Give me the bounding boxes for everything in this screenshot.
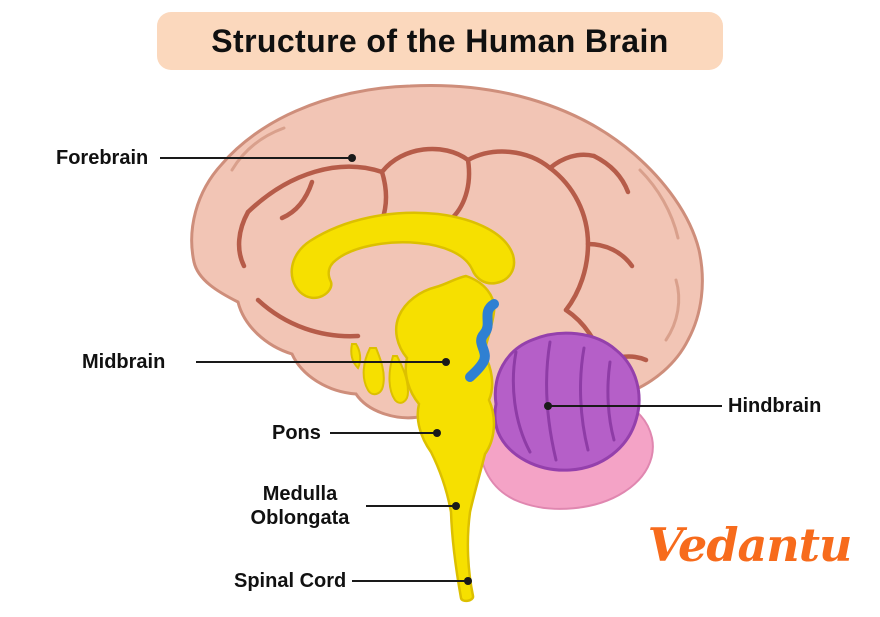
label-pons: Pons bbox=[272, 422, 321, 444]
label-medulla-oblongata: Medulla Oblongata bbox=[250, 483, 350, 529]
vedantu-logo: Vedantu bbox=[642, 514, 857, 576]
forebrain-pointer bbox=[160, 154, 356, 162]
midbrain-pointer bbox=[196, 358, 450, 366]
yellow-drip-shapes bbox=[350, 343, 410, 404]
gyri-contour-lines bbox=[230, 126, 681, 342]
medulla-pointer bbox=[366, 502, 460, 510]
vedantu-logo-text: Vedantu bbox=[647, 518, 853, 572]
blue-squiggle-shape bbox=[465, 299, 499, 382]
corpus-callosum-shape bbox=[290, 211, 516, 299]
pointer-lines bbox=[160, 154, 722, 585]
label-hindbrain: Hindbrain bbox=[728, 395, 822, 417]
brainstem-shape bbox=[395, 274, 496, 603]
title-banner: Structure of the Human Brain bbox=[157, 12, 723, 70]
label-forebrain: Forebrain bbox=[56, 147, 149, 169]
label-spinal-cord: Spinal Cord bbox=[234, 570, 347, 592]
pons-pointer bbox=[330, 429, 441, 437]
label-midbrain: Midbrain bbox=[82, 351, 166, 373]
page-title: Structure of the Human Brain bbox=[211, 22, 669, 59]
cerebellum-fold-lines bbox=[511, 340, 616, 462]
artery-lines bbox=[236, 146, 649, 367]
cerebellum-shape bbox=[493, 331, 641, 472]
spinal-cord-pointer bbox=[352, 577, 472, 585]
hindbrain-pointer bbox=[544, 402, 722, 410]
